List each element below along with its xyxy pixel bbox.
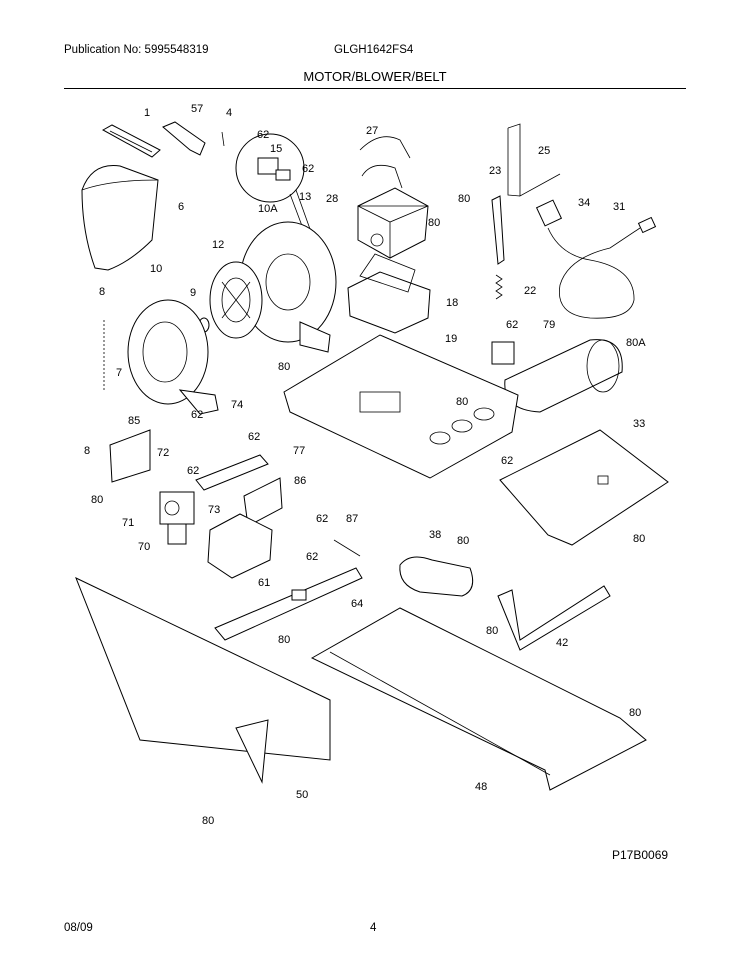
part-wire-87 bbox=[333, 539, 361, 557]
figure-reference: P17B0069 bbox=[612, 848, 669, 862]
part-bracket-85 bbox=[109, 429, 151, 483]
part-blower-housing-cover bbox=[239, 221, 337, 353]
part-blower-housing bbox=[127, 299, 219, 415]
part-power-cord bbox=[535, 199, 657, 319]
part-blower-wheel bbox=[209, 261, 263, 339]
part-channel bbox=[497, 585, 611, 651]
part-vent-trim bbox=[101, 124, 161, 158]
page-number: 4 bbox=[370, 922, 377, 934]
part-panel bbox=[499, 429, 669, 546]
header-rule bbox=[64, 88, 686, 89]
part-igniter-77 bbox=[195, 454, 269, 491]
part-gas-valve bbox=[159, 491, 195, 545]
part-bracket-86 bbox=[243, 477, 283, 527]
part-bracket bbox=[162, 121, 206, 156]
publication-number: Publication No: 5995548319 bbox=[64, 44, 209, 56]
part-panel-edge bbox=[507, 123, 561, 197]
part-exhaust-duct bbox=[399, 556, 474, 597]
part-rear-panel bbox=[75, 576, 331, 761]
part-idler-spring bbox=[491, 195, 505, 300]
part-motor bbox=[357, 187, 429, 259]
part-panel-flap bbox=[235, 719, 269, 784]
part-duct bbox=[81, 165, 159, 271]
part-burner-bracket-61 bbox=[207, 513, 273, 579]
part-burner-tube bbox=[214, 567, 363, 641]
part-base bbox=[283, 334, 519, 479]
part-motor-mount bbox=[347, 253, 431, 334]
publication-date: 08/09 bbox=[64, 922, 93, 934]
part-bracket-set bbox=[359, 136, 411, 189]
page-title: MOTOR/BLOWER/BELT bbox=[303, 69, 447, 84]
part-motor-shield bbox=[504, 339, 623, 413]
model-number: GLGH1642FS4 bbox=[334, 44, 414, 56]
part-base-pan bbox=[310, 607, 647, 791]
part-idler-bracket bbox=[491, 341, 515, 365]
part-screw bbox=[221, 131, 225, 147]
